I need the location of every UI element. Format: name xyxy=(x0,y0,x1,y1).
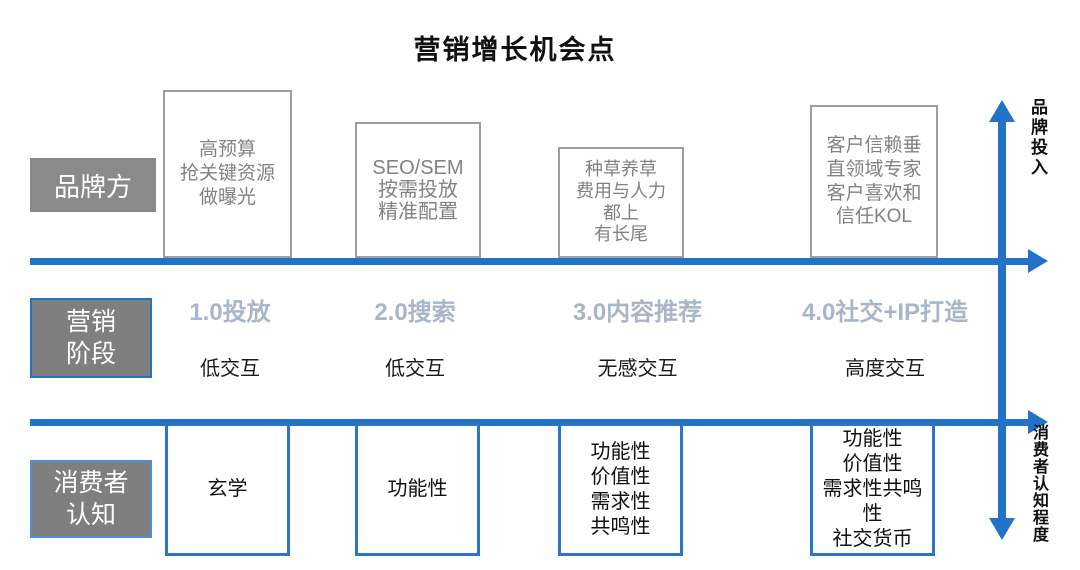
consumer-box-2: 功能性 xyxy=(355,423,480,556)
stage-title-4: 4.0社交+IP打造 xyxy=(801,299,969,326)
row-label-stage-text: 营销 阶段 xyxy=(65,307,116,369)
stage-title-2: 2.0搜索 xyxy=(374,299,456,326)
brand-box-2: SEO/SEM 按需投放 精准配置 xyxy=(355,122,481,258)
interaction-label-2: 低交互 xyxy=(385,358,445,380)
brand-box-1-text: 高预算 抢关键资源 做曝光 xyxy=(179,139,275,208)
brand-box-3: 种草养草 费用与人力 都上 有长尾 xyxy=(558,147,684,258)
brand-box-4-text: 客户信赖垂 直领域专家 客户喜欢和 信任KOL xyxy=(826,135,922,228)
up-arrowhead-icon xyxy=(989,100,1015,122)
interaction-label-3: 无感交互 xyxy=(597,358,678,380)
row-label-brand: 品牌方 xyxy=(30,158,156,212)
down-arrowhead-icon xyxy=(989,518,1015,540)
right-arrowhead-top-icon xyxy=(1028,249,1048,273)
interaction-label-1: 低交互 xyxy=(200,358,260,380)
consumer-box-1: 玄学 xyxy=(165,423,290,556)
brand-box-4: 客户信赖垂 直领域专家 客户喜欢和 信任KOL xyxy=(810,105,938,258)
horizontal-axis-line-top xyxy=(30,258,1030,265)
consumer-box-2-text: 功能性 xyxy=(387,478,448,500)
consumer-box-4: 功能性 价值性 需求性共鸣 性 社交货币 xyxy=(810,423,935,556)
page-title: 营销增长机会点 xyxy=(413,35,617,65)
consumer-box-3: 功能性 价值性 需求性 共鸣性 xyxy=(558,423,683,556)
row-label-brand-text: 品牌方 xyxy=(53,171,132,202)
consumer-box-1-text: 玄学 xyxy=(207,478,248,500)
brand-box-2-text: SEO/SEM 按需投放 精准配置 xyxy=(372,157,464,223)
row-label-stage: 营销 阶段 xyxy=(30,298,152,378)
row-label-consumer: 消费者 认知 xyxy=(30,460,152,538)
stage-title-3: 3.0内容推荐 xyxy=(572,299,703,326)
horizontal-axis-line-bottom xyxy=(30,419,1030,426)
brand-box-3-text: 种草养草 费用与人力 都上 有长尾 xyxy=(576,159,666,245)
right-arrowhead-bottom-icon xyxy=(1028,410,1048,434)
consumer-box-4-text: 功能性 价值性 需求性共鸣 性 社交货币 xyxy=(822,428,923,550)
axis-label-brand-investment: 品牌投入 xyxy=(1028,98,1047,178)
interaction-label-4: 高度交互 xyxy=(845,358,925,380)
vertical-axis-line xyxy=(998,115,1006,523)
row-label-consumer-text: 消费者 认知 xyxy=(53,468,129,530)
stage-title-1: 1.0投放 xyxy=(189,299,271,326)
brand-box-1: 高预算 抢关键资源 做曝光 xyxy=(163,90,292,258)
consumer-box-3-text: 功能性 价值性 需求性 共鸣性 xyxy=(590,440,651,538)
axis-label-consumer-cognition-degree: 消费者认知程度 xyxy=(1030,424,1047,543)
